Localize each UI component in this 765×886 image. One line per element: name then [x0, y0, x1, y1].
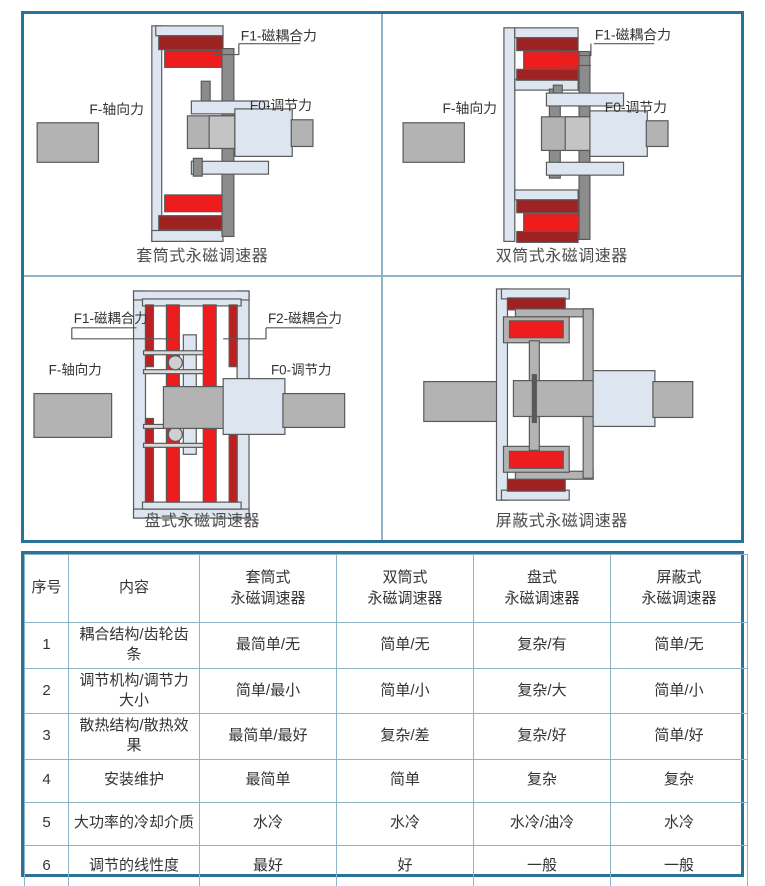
comparison-table-container: 序号 内容 套筒式 永磁调速器 双筒式 永磁调速器 盘式	[21, 551, 748, 886]
cell-double: 简单/小	[336, 667, 474, 714]
diagram-caption-disc-type: 盘式永磁调速器	[144, 513, 260, 530]
cell-disc: 复杂	[473, 758, 611, 803]
sleeve-type-illustration: F-轴向力 F1-磁耦合力 F0-调节力	[24, 14, 381, 275]
disc-type-illustration: F1-磁耦合力 F2-磁耦合力 F-轴向力 F0-调节力	[24, 277, 381, 540]
table-row: 1 耦合结构/齿轮齿条 最简单/无 简单/无 复杂/有 简单/无	[24, 622, 748, 669]
label-coupling-force-f1: F1-磁耦合力	[74, 311, 148, 326]
label-adjust-force-2: F0-调节力	[604, 99, 666, 115]
cell-disc: 水冷/油冷	[473, 801, 611, 846]
header-item-line1: 内容	[118, 579, 149, 597]
header-shield-line1: 屏蔽式	[656, 569, 702, 587]
cell-item: 散热结构/散热效果	[68, 713, 200, 760]
header-disc-line2: 永磁调速器	[504, 589, 580, 607]
cell-shield: 水冷	[610, 801, 748, 846]
cell-no: 1	[24, 622, 69, 669]
cell-disc: 复杂/好	[473, 713, 611, 760]
cell-sleeve: 最好	[199, 844, 337, 886]
diagram-caption-double-cylinder-type: 双筒式永磁调速器	[495, 248, 628, 265]
table-header: 序号 内容 套筒式 永磁调速器 双筒式 永磁调速器 盘式	[24, 554, 748, 623]
comparison-table: 序号 内容 套筒式 永磁调速器 双筒式 永磁调速器 盘式	[24, 554, 748, 886]
cell-item: 耦合结构/齿轮齿条	[68, 622, 200, 669]
diagram-grid: F-轴向力 F1-磁耦合力 F0-调节力 套筒式永磁调速器	[21, 11, 744, 543]
label-coupling-force-f2: F2-磁耦合力	[268, 311, 342, 326]
cell-double: 好	[336, 844, 474, 886]
diagram-cell-sleeve-type: F-轴向力 F1-磁耦合力 F0-调节力 套筒式永磁调速器	[24, 14, 383, 277]
table-row: 4 安装维护 最简单 简单 复杂 复杂	[24, 758, 748, 803]
cell-shield: 复杂	[610, 758, 748, 803]
cell-item: 安装维护	[68, 758, 200, 803]
label-adjust-force-3: F0-调节力	[271, 363, 331, 378]
cell-item: 调节的线性度	[68, 844, 200, 886]
header-sleeve-line1: 套筒式	[245, 569, 291, 587]
cell-shield: 简单/小	[610, 667, 748, 714]
cell-item: 大功率的冷却介质	[68, 801, 200, 846]
table-body: 1 耦合结构/齿轮齿条 最简单/无 简单/无 复杂/有 简单/无 2 调节机构/…	[24, 622, 748, 886]
header-cell-shield: 屏蔽式 永磁调速器	[610, 554, 748, 623]
cell-sleeve: 最简单/无	[199, 622, 337, 669]
label-adjust-force-1: F0-调节力	[250, 97, 312, 113]
table-row: 2 调节机构/调节力大小 简单/最小 简单/小 复杂/大 简单/小	[24, 667, 748, 714]
diagram-caption-shielded-type: 屏蔽式永磁调速器	[495, 513, 628, 530]
cell-double: 复杂/差	[336, 713, 474, 760]
header-shield-line2: 永磁调速器	[641, 589, 717, 607]
cell-item: 调节机构/调节力大小	[68, 667, 200, 714]
diagram-caption-sleeve-type: 套筒式永磁调速器	[136, 248, 269, 265]
cell-sleeve: 水冷	[199, 801, 337, 846]
diagram-cell-double-cylinder-type: F-轴向力 F1-磁耦合力 F0-调节力 双筒式永磁调速器	[382, 14, 742, 277]
header-double-line1: 双筒式	[382, 569, 428, 587]
label-axial-force-1: F-轴向力	[89, 101, 144, 117]
header-cell-sleeve: 套筒式 永磁调速器	[199, 554, 337, 623]
header-no-line1: 序号	[31, 579, 62, 597]
diagram-cell-disc-type: F1-磁耦合力 F2-磁耦合力 F-轴向力 F0-调节力 盘式永磁调速器	[24, 277, 383, 540]
cell-disc: 复杂/有	[473, 622, 611, 669]
cell-sleeve: 最简单	[199, 758, 337, 803]
label-axial-force-2: F-轴向力	[442, 100, 497, 116]
cell-no: 3	[24, 713, 69, 760]
header-cell-double: 双筒式 永磁调速器	[336, 554, 474, 623]
cell-disc: 一般	[473, 844, 611, 886]
double-cylinder-type-illustration: F-轴向力 F1-磁耦合力 F0-调节力	[383, 14, 742, 275]
header-double-line2: 永磁调速器	[367, 589, 443, 607]
table-row: 6 调节的线性度 最好 好 一般 一般	[24, 844, 748, 886]
label-coupling-force-1: F1-磁耦合力	[241, 28, 317, 44]
cell-no: 6	[24, 844, 69, 886]
header-disc-line1: 盘式	[526, 569, 557, 587]
label-coupling-force-2: F1-磁耦合力	[594, 27, 670, 43]
cell-disc: 复杂/大	[473, 667, 611, 714]
label-axial-force-3: F-轴向力	[49, 363, 102, 378]
cell-no: 4	[24, 758, 69, 803]
table-header-row: 序号 内容 套筒式 永磁调速器 双筒式 永磁调速器 盘式	[24, 554, 748, 623]
cell-double: 简单/无	[336, 622, 474, 669]
cell-shield: 简单/无	[610, 622, 748, 669]
cell-shield: 一般	[610, 844, 748, 886]
cell-no: 2	[24, 667, 69, 714]
cell-no: 5	[24, 801, 69, 846]
header-cell-item: 内容	[68, 554, 200, 623]
table-row: 3 散热结构/散热效果 最简单/最好 复杂/差 复杂/好 简单/好	[24, 713, 748, 760]
cell-double: 简单	[336, 758, 474, 803]
header-sleeve-line2: 永磁调速器	[230, 589, 306, 607]
header-cell-disc: 盘式 永磁调速器	[473, 554, 611, 623]
header-cell-no: 序号	[24, 554, 69, 623]
cell-sleeve: 最简单/最好	[199, 713, 337, 760]
table-row: 5 大功率的冷却介质 水冷 水冷 水冷/油冷 水冷	[24, 801, 748, 846]
cell-shield: 简单/好	[610, 713, 748, 760]
shielded-type-illustration	[383, 277, 742, 540]
diagram-cell-shielded-type: 屏蔽式永磁调速器	[382, 277, 742, 540]
cell-double: 水冷	[336, 801, 474, 846]
cell-sleeve: 简单/最小	[199, 667, 337, 714]
